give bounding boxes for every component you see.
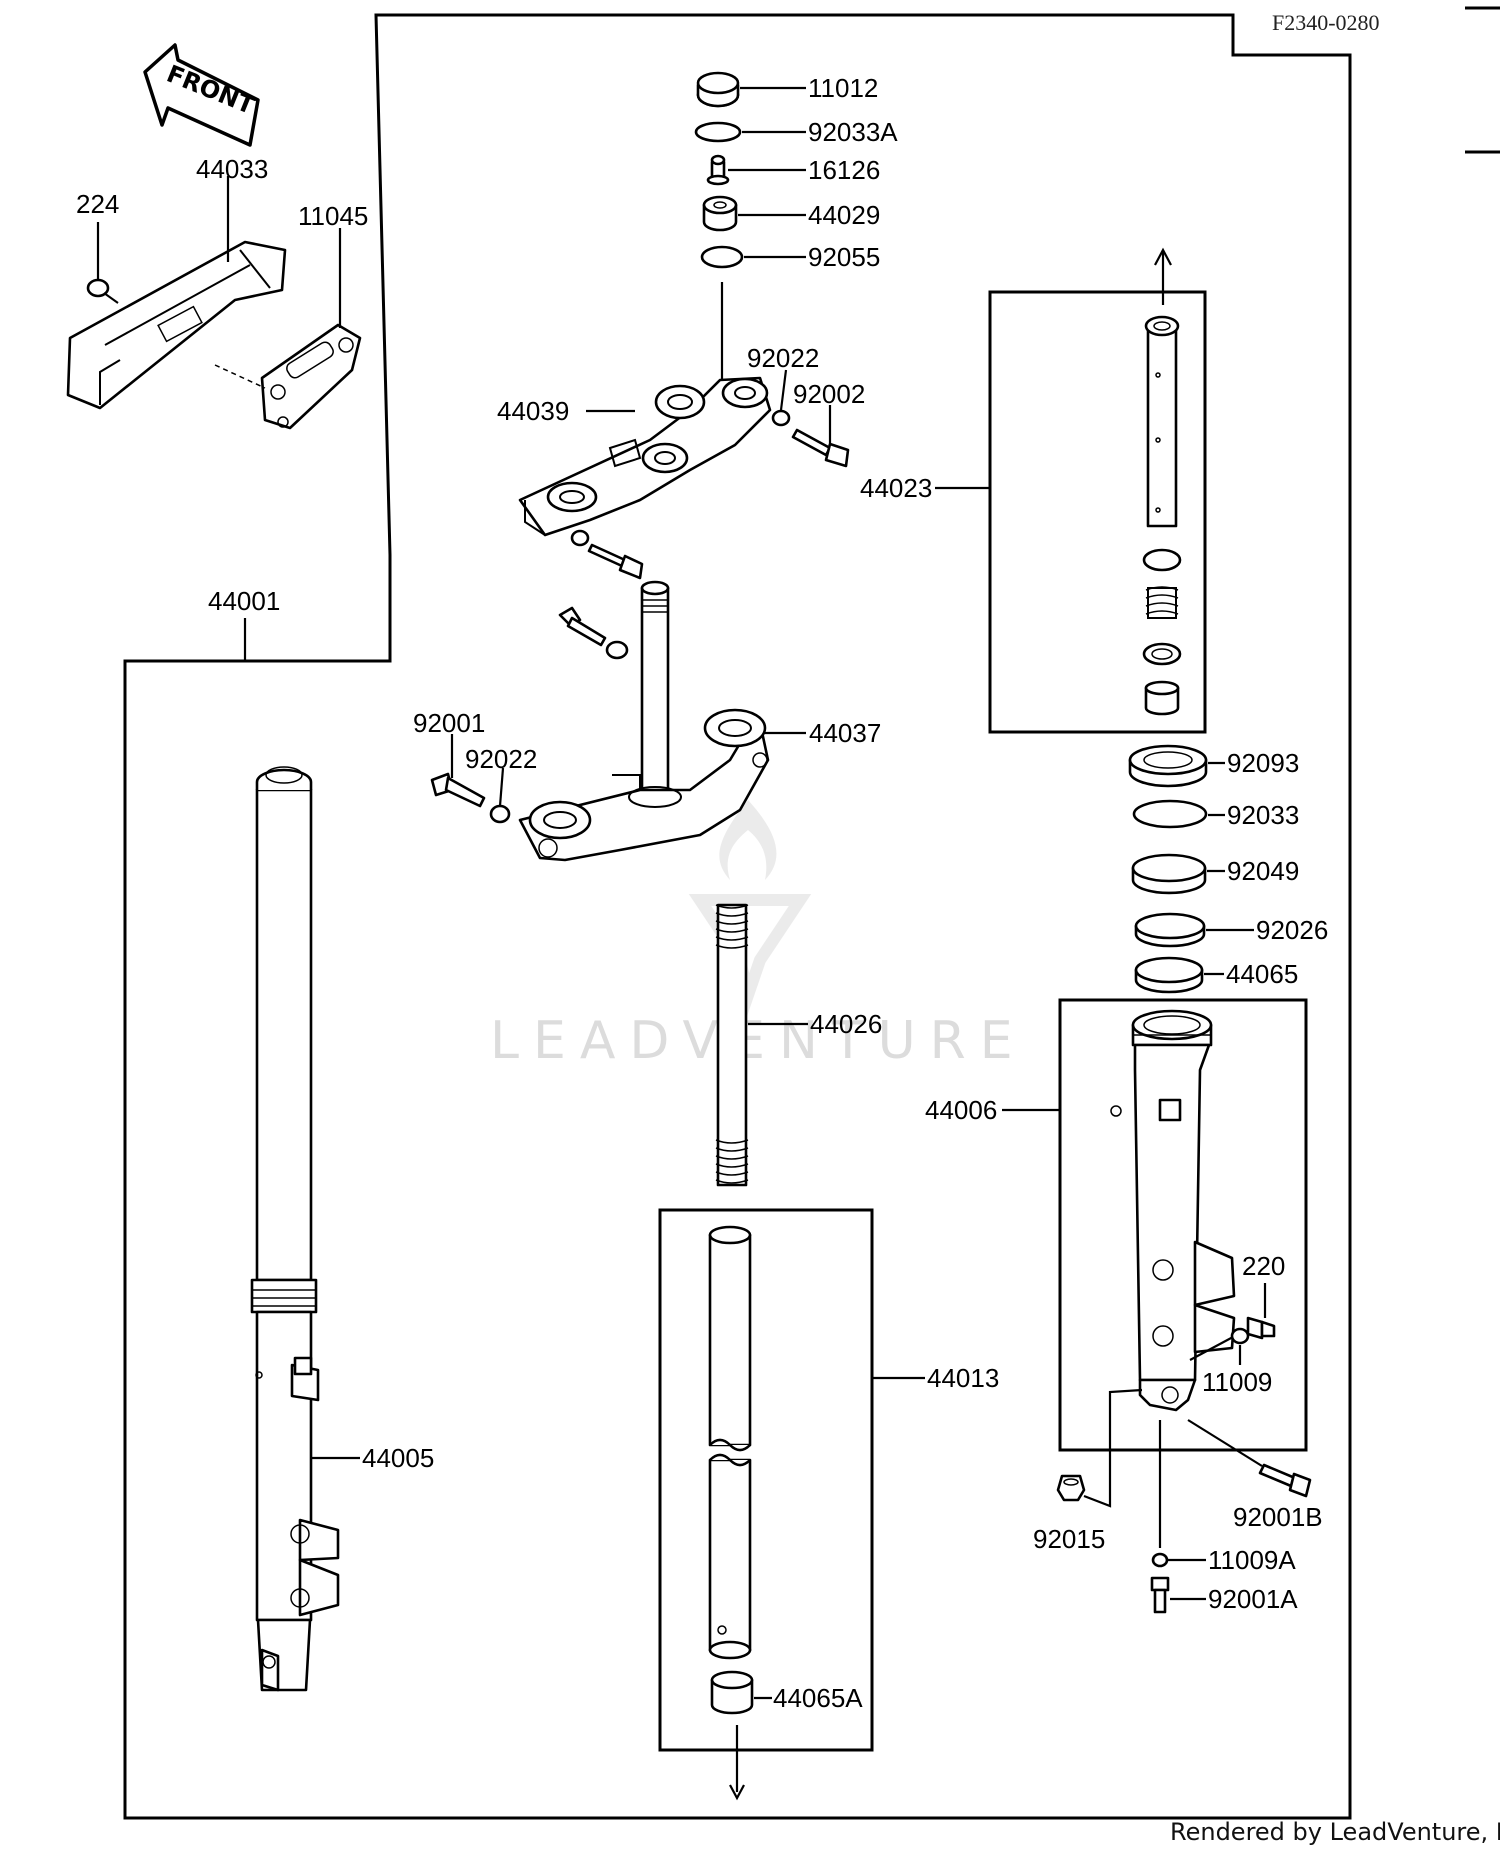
label-11045: 11045 (298, 201, 368, 231)
label-11009A: 11009A (1208, 1545, 1296, 1575)
fork-assembly-44005 (250, 766, 340, 1692)
label-92033A: 92033A (808, 117, 898, 147)
cap-11012 (696, 71, 740, 108)
label-92026: 92026 (1256, 915, 1328, 945)
box-44013 (658, 1208, 874, 1752)
label-220: 220 (1242, 1251, 1285, 1281)
credit-text: Rendered by LeadVenture, Inc. (1170, 1818, 1500, 1846)
label-44065: 44065 (1226, 959, 1298, 989)
leader-92022b (498, 767, 505, 807)
o-ring-92033A (694, 121, 742, 143)
leader-92015 (1083, 1388, 1143, 1508)
clip-92033 (1132, 799, 1208, 829)
fork-cover-44033 (66, 240, 287, 410)
label-11009: 11009 (1202, 1367, 1272, 1397)
washer-stem-clamp (605, 640, 629, 660)
spring-44026 (715, 903, 749, 1187)
box-44023 (988, 290, 1207, 734)
outer-tube-44006 (1110, 1009, 1236, 1412)
label-44005: 44005 (362, 1443, 434, 1473)
bushing-44065A (710, 1670, 754, 1715)
inner-tube-44013 (708, 1225, 752, 1660)
upper-bracket-44039 (518, 376, 772, 537)
arrow-down-icon (729, 1784, 745, 1801)
arrow-up-icon (1154, 247, 1172, 266)
label-44029: 44029 (808, 200, 880, 230)
label-92022b: 92022 (465, 744, 537, 774)
bolt-stem-clamp (558, 606, 607, 647)
lower-bracket-44037 (518, 580, 770, 862)
bracket-11045 (260, 323, 362, 430)
label-44006: 44006 (925, 1095, 997, 1125)
label-44039: 44039 (497, 396, 569, 426)
fork-assembly-outline (123, 13, 1352, 1820)
o-ring-92055 (700, 245, 744, 269)
leader-92001B-bolt (1187, 1419, 1263, 1467)
label-224: 224 (76, 189, 119, 219)
leader-11009-left (1189, 1336, 1234, 1361)
label-92055: 92055 (808, 242, 880, 272)
washer-92022-upper (771, 409, 791, 427)
label-44001: 44001 (208, 586, 280, 616)
label-92033: 92033 (1227, 800, 1299, 830)
label-92022a: 92022 (747, 343, 819, 373)
leader-92022a (779, 369, 788, 411)
label-44013: 44013 (927, 1363, 999, 1393)
dust-seal-92093 (1128, 744, 1208, 788)
bolt-92001A (1150, 1576, 1170, 1614)
oil-seal-92049 (1131, 853, 1207, 895)
washer-92022-lower (489, 804, 511, 824)
damper-rod-44023 (1142, 315, 1182, 716)
label-92093: 92093 (1227, 748, 1299, 778)
washer-11009 (1230, 1327, 1250, 1345)
front-arrow-icon: FRONT (143, 43, 260, 147)
bolt-224 (86, 278, 119, 304)
label-44023: 44023 (860, 473, 932, 503)
bolt-220 (1246, 1316, 1276, 1340)
label-44037: 44037 (809, 718, 881, 748)
leader-cover-bracket (214, 364, 266, 389)
watermark-text: LEADVENTURE (490, 1011, 1027, 1071)
bolt-upper-clamp (587, 543, 644, 580)
cap-bolt-44029 (702, 195, 738, 232)
label-11012: 11012 (808, 73, 878, 103)
label-44065A: 44065A (773, 1683, 863, 1713)
washer-92026 (1134, 912, 1206, 948)
label-92015: 92015 (1033, 1524, 1105, 1554)
watermark-logo (688, 800, 812, 1017)
washer-11009A (1151, 1552, 1169, 1568)
bolt-92002 (791, 428, 850, 468)
diagram-code: F2340-0280 (1272, 10, 1380, 35)
label-16126: 16126 (808, 155, 880, 185)
label-44026: 44026 (810, 1009, 882, 1039)
label-92001B: 92001B (1233, 1502, 1323, 1532)
label-92001A: 92001A (1208, 1584, 1298, 1614)
label-44033: 44033 (196, 154, 268, 184)
label-92001: 92001 (413, 708, 485, 738)
bushing-44065 (1134, 956, 1204, 994)
bolt-92001 (430, 772, 486, 808)
label-92049: 92049 (1227, 856, 1299, 886)
box-44006 (1058, 998, 1308, 1452)
valve-16126 (706, 154, 730, 186)
washer-upper-clamp (570, 529, 590, 547)
nut-92015 (1056, 1474, 1086, 1502)
bolt-92001B (1258, 1463, 1312, 1498)
label-92002: 92002 (793, 379, 865, 409)
